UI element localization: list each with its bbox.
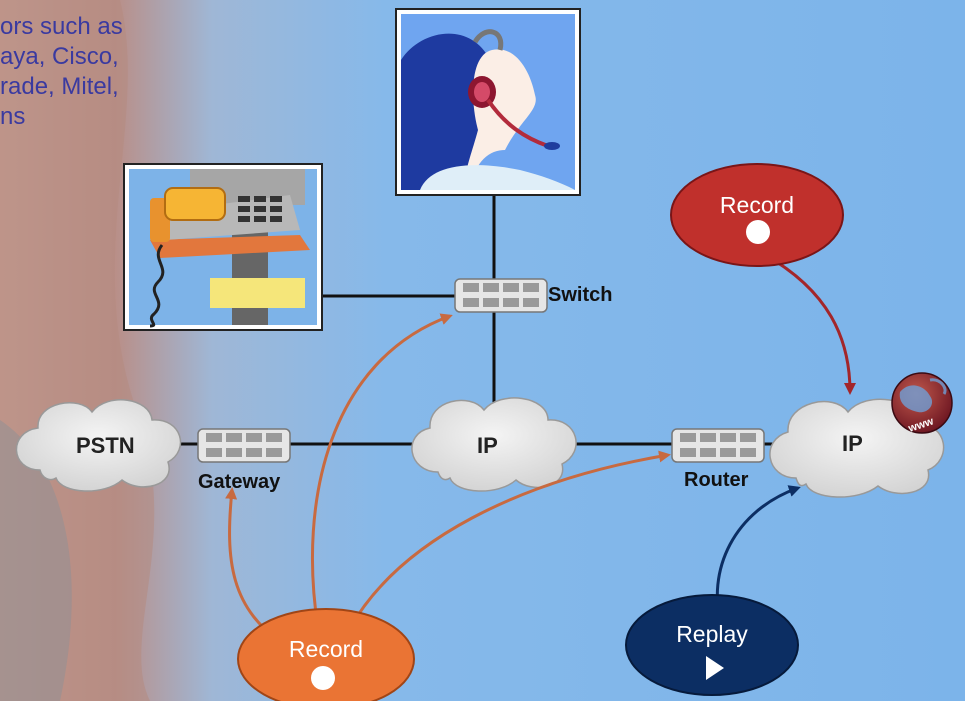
intro-text-line-3: rade, Mitel, bbox=[0, 73, 119, 100]
ip-right-label: IP bbox=[842, 431, 863, 456]
record-bubble-bottom[interactable] bbox=[237, 608, 415, 701]
ip-center-label: IP bbox=[477, 433, 498, 458]
switch-label: Switch bbox=[548, 284, 613, 306]
play-icon bbox=[706, 656, 724, 680]
arrow-record-switch bbox=[310, 313, 453, 629]
agent-headset-icon bbox=[395, 8, 581, 196]
record-bubble-top[interactable] bbox=[670, 163, 844, 267]
router-label: Router bbox=[684, 469, 749, 491]
record-dot-icon bbox=[746, 220, 770, 244]
arrow-record-router bbox=[348, 450, 671, 629]
gateway-device bbox=[197, 428, 291, 463]
router-device bbox=[671, 428, 765, 463]
intro-text-line-1: ors such as bbox=[0, 13, 123, 40]
background-shadow bbox=[0, 420, 72, 701]
gateway-label: Gateway bbox=[198, 471, 281, 493]
record-dot-icon bbox=[311, 666, 335, 690]
replay-bubble[interactable] bbox=[625, 594, 799, 696]
ip-cloud-center bbox=[411, 397, 577, 492]
intro-text-line-2: aya, Cisco, bbox=[0, 43, 119, 70]
intro-text-line-4: ns bbox=[0, 103, 26, 130]
pstn-cloud bbox=[15, 399, 182, 492]
arrow-record-ip bbox=[759, 250, 856, 395]
replay-label: Replay bbox=[676, 621, 748, 647]
record-top-label: Record bbox=[719, 192, 795, 218]
record-bottom-label: Record bbox=[288, 636, 364, 662]
switch-device bbox=[454, 278, 548, 313]
pstn-label: PSTN bbox=[76, 433, 135, 458]
globe-www-icon: www bbox=[891, 372, 953, 435]
desk-phone-icon bbox=[123, 163, 323, 331]
